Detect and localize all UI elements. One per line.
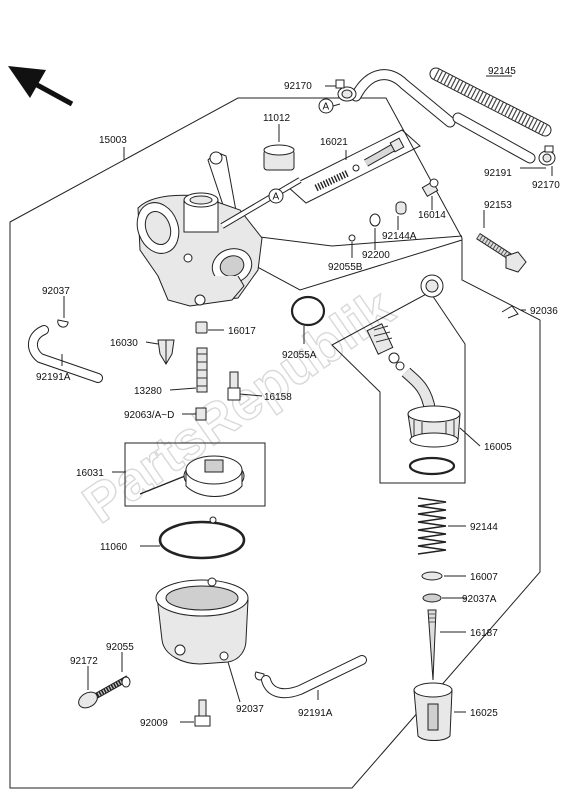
clip-92037a: [422, 593, 442, 603]
float-bowl: [155, 577, 249, 665]
svg-text:A: A: [273, 192, 280, 203]
needle-set-16021: [314, 137, 405, 192]
spring-92144: [417, 497, 447, 555]
washer-92200: [369, 213, 381, 227]
label-16021: 16021: [320, 137, 348, 148]
gasket-tab: [209, 516, 217, 524]
throttle-valve-16025: [413, 682, 453, 741]
needle-16187: [427, 609, 437, 681]
label-16014: 16014: [418, 210, 446, 221]
label-92055a: 92055A: [282, 350, 317, 361]
emulsion-tube-13280: [196, 347, 208, 393]
assembly-frame: [9, 97, 541, 789]
callout-a1: A: [318, 98, 341, 114]
clamp-92170-top: [335, 79, 357, 102]
pilot-jet-16158: [227, 371, 241, 401]
clip-92037-left: [57, 319, 69, 328]
main-jet-92063: [195, 407, 207, 421]
label-16187: 16187: [470, 628, 498, 639]
label-92063: 92063/A~D: [124, 410, 174, 421]
svg-text:A: A: [323, 102, 330, 113]
label-92170-right: 92170: [532, 180, 560, 191]
throttle-cable-cap-16005: [366, 323, 461, 448]
hose-92191a-bottom: [261, 655, 367, 699]
bolt-92153: [476, 233, 527, 273]
clamp-92170-right: [538, 145, 556, 166]
needle-callout-box: [287, 129, 421, 204]
label-92037a: 92037A: [462, 594, 497, 605]
label-16007: 16007: [470, 572, 498, 583]
plug-92144a: [395, 201, 407, 215]
screw-92009: [194, 699, 211, 727]
retainer-16007: [421, 571, 443, 581]
label-92144a: 92144A: [382, 231, 417, 242]
label-13280: 13280: [134, 386, 162, 397]
jet-16017: [195, 321, 208, 334]
label-92037-bottom: 92037: [236, 704, 264, 715]
label-92037-left: 92037: [42, 286, 70, 297]
hose-92191a-left: [28, 325, 103, 383]
spring-hose-92145: [429, 67, 552, 137]
drain-screw-92172: [78, 675, 130, 709]
label-92144: 92144: [470, 522, 498, 533]
clip-92037-bottom: [254, 671, 265, 681]
label-16158: 16158: [264, 392, 292, 403]
callout-circle-a2-part: [420, 274, 444, 298]
oring-92055b: [348, 234, 356, 242]
part-labels: 92170 92145 15003 11012 16021 92191 9217…: [36, 66, 560, 729]
label-16030: 16030: [110, 338, 138, 349]
label-92191a-left: 92191A: [36, 372, 71, 383]
label-92036: 92036: [530, 306, 558, 317]
label-16017: 16017: [228, 326, 256, 337]
watermark-text: PartsRepublik: [72, 277, 405, 535]
screw-16014: [421, 178, 439, 198]
label-92055: 92055: [106, 642, 134, 653]
cap-gasket: [408, 456, 456, 476]
hose-92191: [350, 69, 536, 164]
carburetor-body-15003: [136, 151, 302, 307]
label-92009: 92009: [140, 718, 168, 729]
label-16031: 16031: [76, 468, 104, 479]
label-92145: 92145: [488, 66, 516, 77]
label-16005: 16005: [484, 442, 512, 453]
front-direction-arrow-icon: [8, 66, 74, 107]
bracket-line-2: [247, 239, 463, 291]
bracket-line: [251, 235, 463, 247]
label-92191a-bottom: 92191A: [298, 708, 333, 719]
label-92172: 92172: [70, 656, 98, 667]
leader-lines: [61, 75, 553, 723]
label-92153: 92153: [484, 200, 512, 211]
label-92200: 92200: [362, 250, 390, 261]
oring-92055: [121, 676, 131, 688]
gasket-11060: [158, 520, 246, 560]
label-15003: 15003: [99, 135, 127, 146]
callout-a2: A: [268, 188, 284, 204]
float-valve-16030: [157, 339, 175, 365]
float-16031: [139, 455, 245, 497]
float-box: [124, 442, 266, 507]
label-16025: 16025: [470, 708, 498, 719]
clip-92036: [501, 305, 519, 319]
label-92055b: 92055B: [328, 262, 363, 273]
label-11012: 11012: [263, 113, 291, 124]
label-92191: 92191: [484, 168, 512, 179]
label-11060: 11060: [100, 542, 128, 553]
oring-92055a: [290, 295, 326, 327]
cap-11012: [263, 144, 295, 171]
label-92170-top: 92170: [284, 81, 312, 92]
